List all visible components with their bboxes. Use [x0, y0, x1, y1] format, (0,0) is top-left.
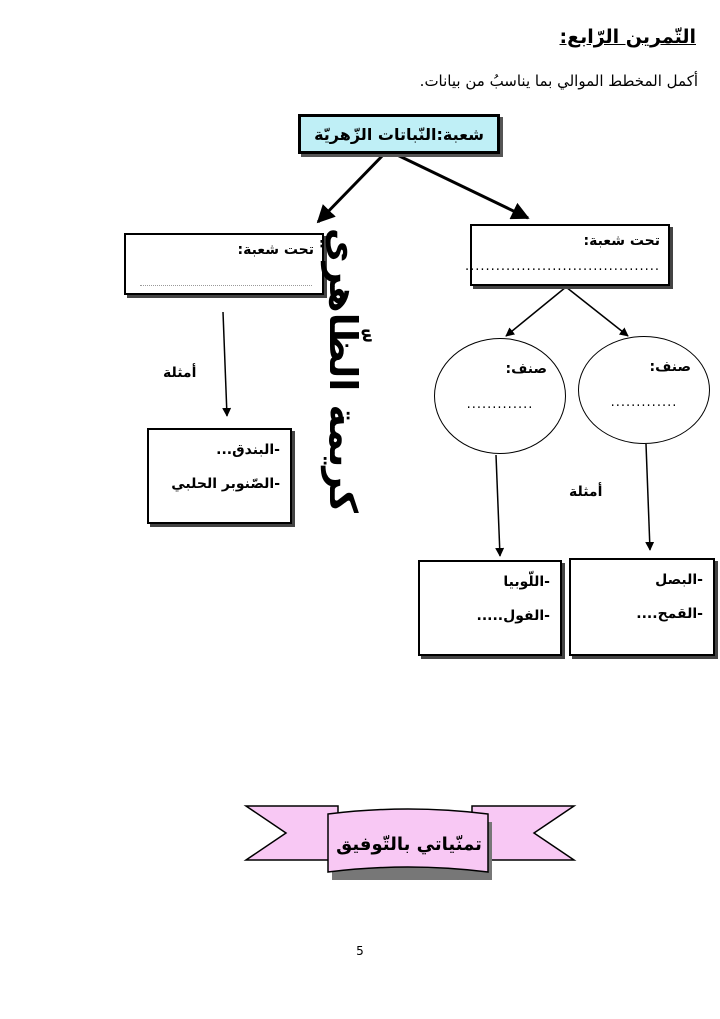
class-right-label: صنف: [649, 359, 691, 375]
class-right-blank: ............. [610, 395, 678, 410]
arrow-class-left-to-examples [495, 454, 505, 557]
ribbon-left-tail [243, 805, 339, 861]
example-item: -الصّنوبر الحلبي [171, 476, 280, 492]
arrow-root-to-right [390, 150, 530, 220]
examples-label-left: أمثلة [163, 365, 197, 381]
examples-left-box: -البندق... -الصّنوبر الحلبي [147, 428, 292, 524]
subdivision-right-blank: ...................................... [464, 259, 660, 274]
exercise-instruction: أكمل المخطط الموالي بما يناسبُ من بيانات… [419, 72, 698, 90]
example-item: -البصل [655, 572, 703, 588]
class-left-ellipse: صنف: ............. [434, 338, 566, 454]
examples-label-middle: أمثلة [569, 484, 603, 500]
arrow-sub-to-class-left [505, 286, 567, 337]
ribbon-banner [243, 805, 577, 880]
subdivision-right-box: تحت شعبة: ..............................… [465, 224, 670, 286]
example-item: -اللّوبيا [503, 574, 550, 590]
class-right-ellipse: صنف: ............. [578, 336, 710, 444]
ribbon-center [327, 808, 489, 873]
example-item: -القمح.... [636, 606, 703, 622]
arrow-left-sub-to-examples [222, 311, 232, 417]
good-luck-banner-text: تمنّياتي بالتّوفيق [336, 833, 482, 855]
root-division-label: شعبة:النّباتات الزّهريّة [314, 124, 484, 144]
arrow-class-right-to-examples [645, 443, 655, 551]
class-left-blank: ............. [466, 397, 534, 412]
exercise-title: التّمرين الرّابع: [559, 26, 697, 48]
subdivision-right-label: تحت شعبة: [583, 233, 660, 249]
arrow-root-to-left [316, 150, 388, 224]
subdivision-left-label: تحت شعبة: [237, 242, 314, 258]
subdivision-left-blank-line [140, 285, 312, 286]
subdivision-left-box: تحت شعبة: [124, 233, 324, 295]
page-number: 5 [356, 944, 364, 958]
class-left-label: صنف: [505, 361, 547, 377]
root-division-box: شعبة:النّباتات الزّهريّة [298, 114, 500, 154]
examples-right-box: -البصل -القمح.... [569, 558, 715, 656]
example-item: -البندق... [216, 442, 280, 458]
arrow-sub-to-class-right [565, 286, 629, 337]
author-watermark: كريمة الظّاهري [321, 227, 365, 513]
examples-middle-box: -اللّوبيا -الفول..... [418, 560, 562, 656]
example-item: -الفول..... [476, 608, 550, 624]
